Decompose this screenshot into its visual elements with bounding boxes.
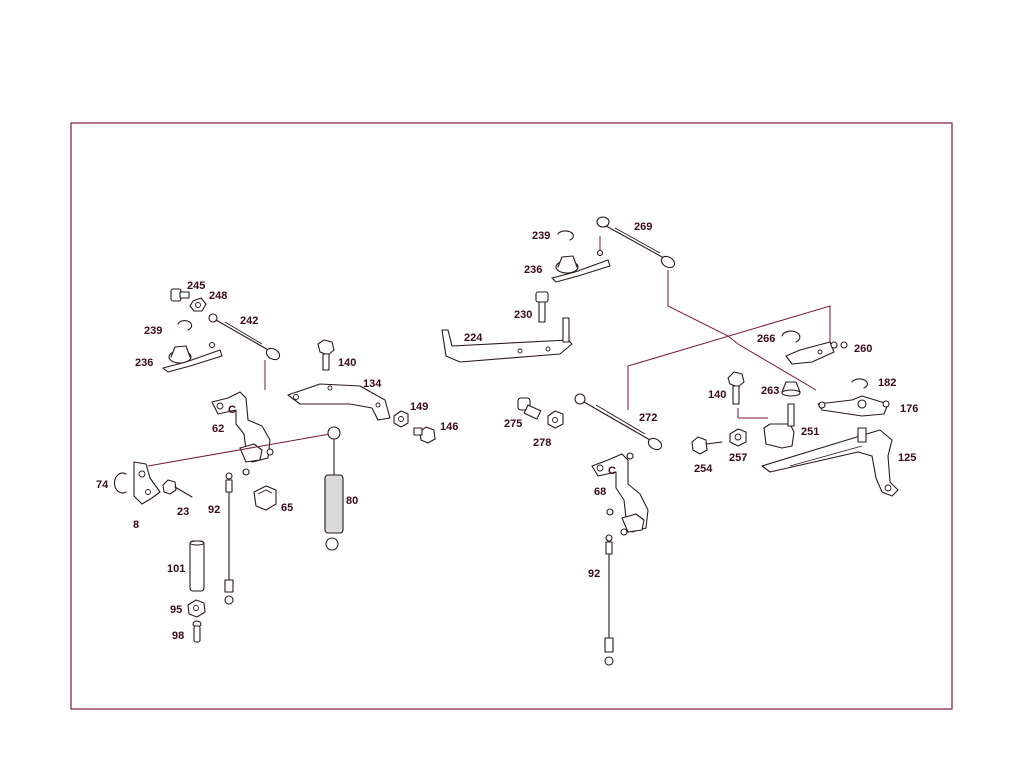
label-176: 176 [900,403,918,415]
part-176-lever [817,395,890,417]
part-236-lever [551,249,611,283]
part-80-gas-strut [324,426,344,551]
part-92-rod [604,534,614,666]
part-251-bracket [763,403,795,449]
label-260: 260 [854,343,872,355]
label-68: 68 [594,486,606,498]
label-62: 62 [212,423,224,435]
part-224-bracket [441,317,573,363]
label-8: 8 [133,519,139,531]
callout-labels: 245 248 242 239 236 140 134 149 146 62 7… [96,221,918,642]
part-245-bolt [170,288,190,302]
svg-text:C: C [228,404,236,416]
label-254: 254 [694,463,713,475]
connector-line-right [667,270,817,391]
label-242: 242 [240,315,258,327]
part-239-clip [557,230,574,241]
label-257: 257 [729,452,747,464]
part-68-bracket: C [591,452,649,536]
label-248: 248 [209,290,227,302]
label-65: 65 [281,502,293,514]
part-239-clip [177,320,193,331]
label-140: 140 [338,357,356,369]
label-278: 278 [533,437,551,449]
part-125-bracket [761,427,899,497]
label-266: 266 [757,333,775,345]
part-269-rod [596,216,676,269]
label-239: 239 [144,325,162,337]
part-230-bolt [535,291,549,323]
label-146: 146 [440,421,458,433]
part-149-nut [393,410,409,428]
label-275: 275 [504,418,522,430]
label-236: 236 [135,357,153,369]
label-230: 230 [514,309,532,321]
part-140-bolt [317,339,335,371]
svg-text:C: C [608,465,616,477]
label-239: 239 [532,230,550,242]
label-263: 263 [761,385,779,397]
part-275-bolt [517,397,542,420]
part-146-screw [413,426,436,444]
part-278-nut [547,410,564,429]
part-266-clip [781,330,801,343]
part-260-lever [785,341,848,365]
part-65-bushing [253,485,277,511]
label-23: 23 [177,506,189,518]
part-92-rod [224,472,234,605]
part-23-bolt [162,479,193,498]
label-182: 182 [878,377,896,389]
label-92: 92 [588,568,600,580]
label-269: 269 [634,221,652,233]
part-74-clip [113,472,127,494]
part-182-clip [851,378,868,389]
label-101: 101 [167,563,185,575]
part-248-nut [189,297,207,312]
part-254-screw [691,436,723,455]
label-236: 236 [524,264,542,276]
label-134: 134 [363,378,382,390]
label-251: 251 [801,426,819,438]
label-149: 149 [410,401,428,413]
part-236-lever [162,341,223,373]
part-8-lever [133,461,161,505]
part-101-tube [189,540,205,592]
label-140: 140 [708,389,726,401]
label-272: 272 [639,412,657,424]
part-134-bracket [287,383,391,421]
label-98: 98 [172,630,184,642]
part-272-rod [574,393,663,451]
part-98-pin [192,620,202,643]
part-242-rod [208,313,281,361]
label-80: 80 [346,495,358,507]
label-74: 74 [96,479,109,491]
label-224: 224 [464,332,483,344]
diagram-frame [70,122,953,710]
part-140-bolt [727,371,745,405]
label-92: 92 [208,504,220,516]
part-257-nut [729,428,747,447]
part-95-nut [187,599,206,618]
connector-line-left [147,433,331,467]
label-245: 245 [187,280,205,292]
part-263-cap [781,381,801,397]
label-95: 95 [170,604,182,616]
label-125: 125 [898,452,916,464]
